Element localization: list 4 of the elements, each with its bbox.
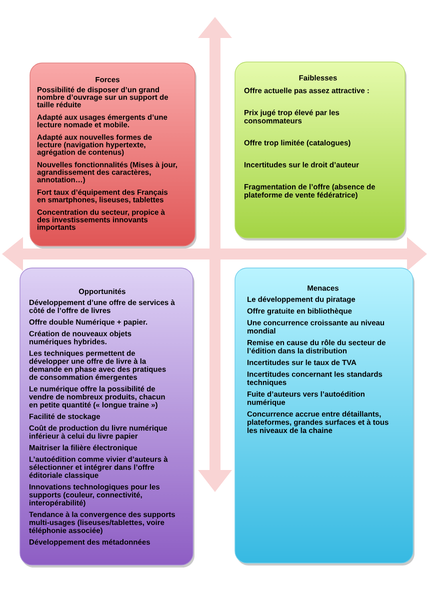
rounded-panel (234, 62, 406, 240)
rounded-panel (20, 268, 194, 568)
rounded-panel (234, 268, 414, 566)
rounded-panel (30, 62, 196, 248)
